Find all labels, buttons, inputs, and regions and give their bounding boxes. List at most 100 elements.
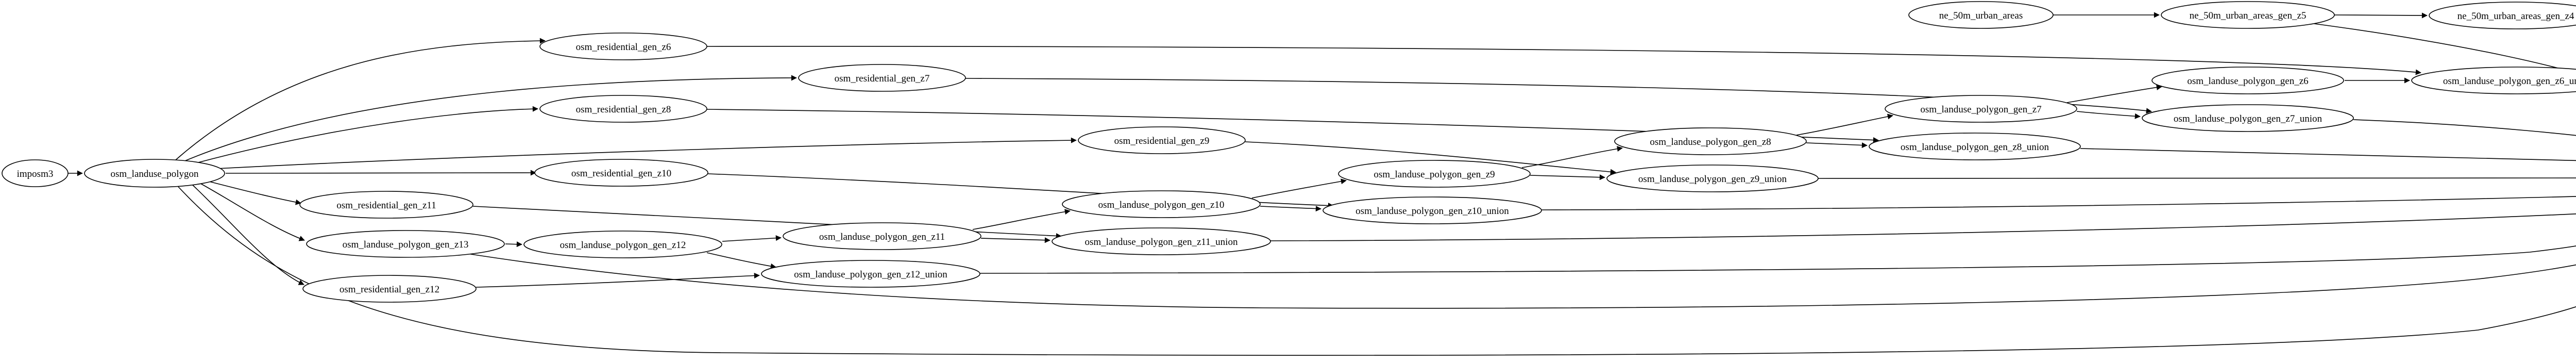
node-label-osm_landuse_polygon_gen_z9_union: osm_landuse_polygon_gen_z9_union [1638,174,1787,185]
node-ellipse-osm_landuse_polygon_gen_z8 [1614,127,1807,155]
node-osm_landuse_polygon_gen_z12: osm_landuse_polygon_gen_z12 [523,231,722,258]
node-ellipse-ne_50m_urban_areas_gen_z4 [2429,2,2576,29]
node-label-osm_landuse_polygon_gen_z6: osm_landuse_polygon_gen_z6 [2187,76,2308,87]
node-osm_residential_gen_z6: osm_residential_gen_z6 [539,32,707,60]
node-ellipse-osm_landuse_polygon_gen_z8_union [1869,133,2081,160]
node-ellipse-osm_residential_gen_z11 [299,191,473,219]
edge-osm_landuse_polygon_gen_z8-to-osm_landuse_polygon_gen_z8_union [1806,142,1868,149]
node-label-osm_landuse_polygon_gen_z7_union: osm_landuse_polygon_gen_z7_union [2174,113,2323,124]
edge-osm_landuse_polygon_gen_z7-to-osm_landuse_polygon_gen_z7_union [2076,111,2141,119]
edge-osm_landuse_polygon_gen_z9-to-osm_landuse_polygon_gen_z8 [1521,146,1623,168]
node-label-osm_residential_gen_z8: osm_residential_gen_z8 [576,104,671,115]
edge-osm_landuse_polygon_gen_z12-to-osm_landuse_polygon_gen_z12_union [706,252,776,269]
edge-osm_landuse_polygon-to-osm_residential_gen_z9 [216,137,1077,169]
node-osm_residential_gen_z8: osm_residential_gen_z8 [539,95,707,123]
edge-osm_landuse_polygon_gen_z11-to-osm_landuse_polygon_gen_z11_union [980,237,1050,243]
node-ellipse-osm_landuse_polygon_gen_z12_union [761,260,980,288]
node-label-osm_landuse_polygon_gen_z8_union: osm_landuse_polygon_gen_z8_union [1901,142,2049,153]
node-osm_landuse_polygon_gen_z10_union: osm_landuse_polygon_gen_z10_union [1323,196,1542,224]
edge-osm_landuse_polygon_gen_z7-to-osm_landuse_polygon_gen_z6 [2066,85,2162,103]
node-osm_residential_gen_z12: osm_residential_gen_z12 [302,275,477,303]
edge-osm_landuse_polygon_gen_z7_union-to-layer_landuse.z7 [2353,119,2576,136]
edge-osm_landuse_polygon-to-osm_residential_gen_z11 [205,180,301,205]
node-osm_landuse_polygon_gen_z6_union: osm_landuse_polygon_gen_z6_union [2411,67,2576,94]
node-osm_landuse_polygon_gen_z11: osm_landuse_polygon_gen_z11 [783,222,981,250]
node-label-osm_residential_gen_z7: osm_residential_gen_z7 [835,73,930,84]
node-osm_landuse_polygon_gen_z9: osm_landuse_polygon_gen_z9 [1338,160,1531,188]
node-osm_landuse_polygon_gen_z6: osm_landuse_polygon_gen_z6 [2151,67,2344,94]
node-ellipse-osm_landuse_polygon_gen_z13 [306,230,505,258]
node-ellipse-osm_landuse_polygon_gen_z6_union [2411,67,2576,94]
edge-osm_landuse_polygon_gen_z8_union-to-layer_landuse.z8 [2080,148,2576,161]
node-label-osm_landuse_polygon_gen_z13: osm_landuse_polygon_gen_z13 [343,239,469,250]
node-label-osm_landuse_polygon_gen_z11_union: osm_landuse_polygon_gen_z11_union [1085,237,1238,248]
node-osm_landuse_polygon_gen_z9_union: osm_landuse_polygon_gen_z9_union [1606,164,1819,192]
edge-osm_landuse_polygon_gen_z10_union-to-layer_landuse.z10 [1541,196,2576,210]
node-osm_landuse_polygon_gen_z11_union: osm_landuse_polygon_gen_z11_union [1052,227,1271,255]
edge-osm_landuse_polygon_gen_z10-to-osm_landuse_polygon_gen_z10_union [1260,206,1321,212]
node-ellipse-osm_landuse_polygon_gen_z7 [1885,95,2077,123]
edge-osm_landuse_polygon-to-osm_landuse_polygon_gen_z13 [197,182,305,241]
node-label-osm_landuse_polygon_gen_z6_union: osm_landuse_polygon_gen_z6_union [2443,76,2576,87]
node-osm_landuse_polygon_gen_z8: osm_landuse_polygon_gen_z8 [1614,127,1807,155]
edge-osm_landuse_polygon_gen_z10-to-osm_landuse_polygon_gen_z9 [1251,178,1347,199]
node-ellipse-osm_landuse_polygon_gen_z10 [1062,190,1261,218]
edge-osm_landuse_polygon_gen_z12_union-to-layer_landuse.z12 [979,245,2576,274]
node-label-osm_residential_gen_z9: osm_residential_gen_z9 [1114,136,1210,146]
node-label-osm_landuse_polygon: osm_landuse_polygon [111,169,199,179]
node-label-osm_residential_gen_z12: osm_residential_gen_z12 [340,284,439,295]
node-ellipse-imposm3 [2,159,69,187]
edge-osm_residential_gen_z12-to-osm_landuse_polygon_gen_z12_union [476,272,760,288]
node-ellipse-osm_residential_gen_z9 [1078,126,1246,154]
edge-osm_landuse_polygon_gen_z8-to-osm_landuse_polygon_gen_z7 [1796,113,1893,136]
node-osm_landuse_polygon_gen_z12_union: osm_landuse_polygon_gen_z12_union [761,260,980,288]
node-ellipse-osm_landuse_polygon_gen_z10_union [1323,196,1542,224]
node-label-imposm3: imposm3 [17,169,54,179]
node-osm_landuse_polygon_gen_z7: osm_landuse_polygon_gen_z7 [1885,95,2077,123]
node-label-osm_landuse_polygon_gen_z12: osm_landuse_polygon_gen_z12 [560,240,686,251]
node-ellipse-osm_residential_gen_z10 [534,159,708,187]
edge-osm_landuse_polygon_gen_z12-to-osm_landuse_polygon_gen_z11 [722,235,782,242]
node-label-osm_landuse_polygon_gen_z10_union: osm_landuse_polygon_gen_z10_union [1355,206,1509,217]
edge-osm_residential_gen_z6-to-osm_landuse_polygon_gen_z6_union [706,46,2421,75]
node-osm_residential_gen_z10: osm_residential_gen_z10 [534,159,708,187]
node-ellipse-osm_residential_gen_z6 [539,32,707,60]
node-label-osm_landuse_polygon_gen_z9: osm_landuse_polygon_gen_z9 [1374,169,1495,180]
node-label-ne_50m_urban_areas: ne_50m_urban_areas [1939,10,2023,21]
edge-osm_landuse_polygon-to-osm_residential_gen_z8 [190,106,538,165]
edge-osm_landuse_polygon-to-layer_landuse.z14+ [177,185,2576,356]
edge-osm_residential_gen_z9-to-osm_landuse_polygon_gen_z9_union [1245,141,1616,175]
node-ellipse-osm_landuse_polygon_gen_z12 [523,231,722,258]
edge-osm_landuse_polygon_gen_z13-to-layer_landuse.z13 [467,253,2576,309]
node-label-osm_landuse_polygon_gen_z8: osm_landuse_polygon_gen_z8 [1650,137,1771,147]
node-osm_landuse_polygon_gen_z10: osm_landuse_polygon_gen_z10 [1062,190,1261,218]
node-ellipse-osm_landuse_polygon_gen_z11 [783,222,981,250]
node-label-osm_landuse_polygon_gen_z11: osm_landuse_polygon_gen_z11 [819,232,945,242]
node-osm_residential_gen_z11: osm_residential_gen_z11 [299,191,473,219]
edge-osm_residential_gen_z10-to-osm_landuse_polygon_gen_z10_union [707,173,1334,209]
node-ellipse-osm_residential_gen_z7 [798,64,966,92]
node-osm_residential_gen_z7: osm_residential_gen_z7 [798,64,966,92]
node-ellipse-osm_landuse_polygon_gen_z9 [1338,160,1531,188]
node-osm_landuse_polygon_gen_z13: osm_landuse_polygon_gen_z13 [306,230,505,258]
node-ellipse-osm_landuse_polygon_gen_z9_union [1606,164,1819,192]
node-label-ne_50m_urban_areas_gen_z5: ne_50m_urban_areas_gen_z5 [2190,10,2307,21]
node-label-osm_residential_gen_z11: osm_residential_gen_z11 [336,200,436,211]
node-label-osm_residential_gen_z10: osm_residential_gen_z10 [571,168,671,179]
node-osm_landuse_polygon_gen_z7_union: osm_landuse_polygon_gen_z7_union [2142,104,2354,132]
node-label-osm_landuse_polygon_gen_z12_union: osm_landuse_polygon_gen_z12_union [794,269,947,280]
node-osm_residential_gen_z9: osm_residential_gen_z9 [1078,126,1246,154]
edge-osm_landuse_polygon_gen_z11-to-osm_landuse_polygon_gen_z10 [972,209,1071,230]
node-ellipse-osm_landuse_polygon [84,159,225,188]
node-osm_landuse_polygon_gen_z8_union: osm_landuse_polygon_gen_z8_union [1869,133,2081,160]
node-ne_50m_urban_areas_gen_z5: ne_50m_urban_areas_gen_z5 [2161,1,2335,29]
node-ellipse-osm_landuse_polygon_gen_z7_union [2142,104,2354,132]
node-ellipse-osm_residential_gen_z12 [302,275,477,303]
edge-osm_landuse_polygon_gen_z11_union-to-layer_landuse.z11 [1270,213,2576,241]
node-ellipse-ne_50m_urban_areas_gen_z5 [2161,1,2335,29]
edge-osm_landuse_polygon_gen_z9-to-osm_landuse_polygon_gen_z9_union [1530,174,1605,180]
node-label-osm_landuse_polygon_gen_z10: osm_landuse_polygon_gen_z10 [1098,200,1225,210]
node-ellipse-osm_landuse_polygon_gen_z6 [2151,67,2344,94]
